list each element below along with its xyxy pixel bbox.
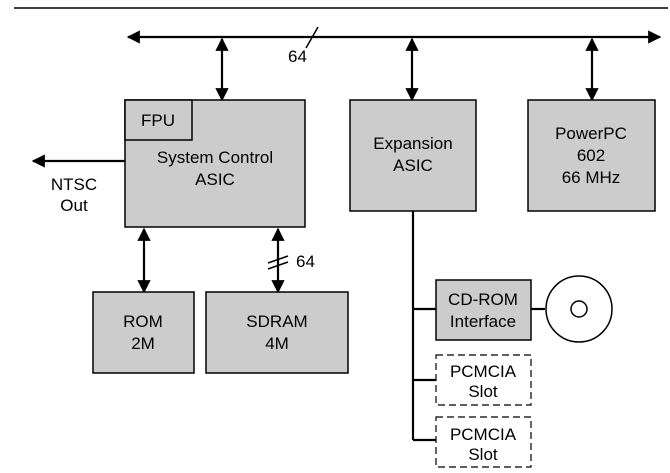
sdram-label-2: 4M [265,334,289,353]
bus-width-slash [305,26,319,49]
cpu-label-2: 602 [577,146,605,165]
sdram-block [205,291,349,374]
pcmcia2-label-2: Slot [468,445,498,464]
sdram-bus-slash-1 [267,255,289,264]
cdrom-interface-block [435,279,532,341]
pcmcia1-label-1: PCMCIA [450,362,517,381]
ntsc-label: NTSC [51,175,97,194]
cpu-label-1: PowerPC [555,124,627,143]
expansion-asic-block [349,99,477,212]
powerpc-cpu-block [527,99,656,212]
sdram-bus-slash-2 [267,261,289,270]
expansion-label-2: ASIC [393,156,433,175]
sdram-bus-width-label: 64 [296,252,315,271]
fpu-block [124,99,193,141]
rom-label-2: 2M [131,334,155,353]
cdrom-label-1: CD-ROM [448,290,518,309]
cdrom-label-2: Interface [450,312,516,331]
pcmcia-slot-1 [435,354,532,406]
expansion-label-1: Expansion [373,134,452,153]
rom-label-1: ROM [123,312,163,331]
sdram-label-1: SDRAM [246,312,307,331]
pcmcia-slot-2 [435,416,532,468]
pcmcia2-label-1: PCMCIA [450,425,517,444]
system-control-label-1: System Control [157,148,273,167]
rom-block [92,291,195,374]
pcmcia1-label-2: Slot [468,382,498,401]
cpu-label-3: 66 MHz [562,168,621,187]
cd-disc-hole-icon [570,300,588,318]
ntsc-out-label: Out [60,196,88,215]
system-control-label-2: ASIC [195,170,235,189]
bus-width-label: 64 [288,47,307,66]
fpu-label: FPU [141,111,175,130]
